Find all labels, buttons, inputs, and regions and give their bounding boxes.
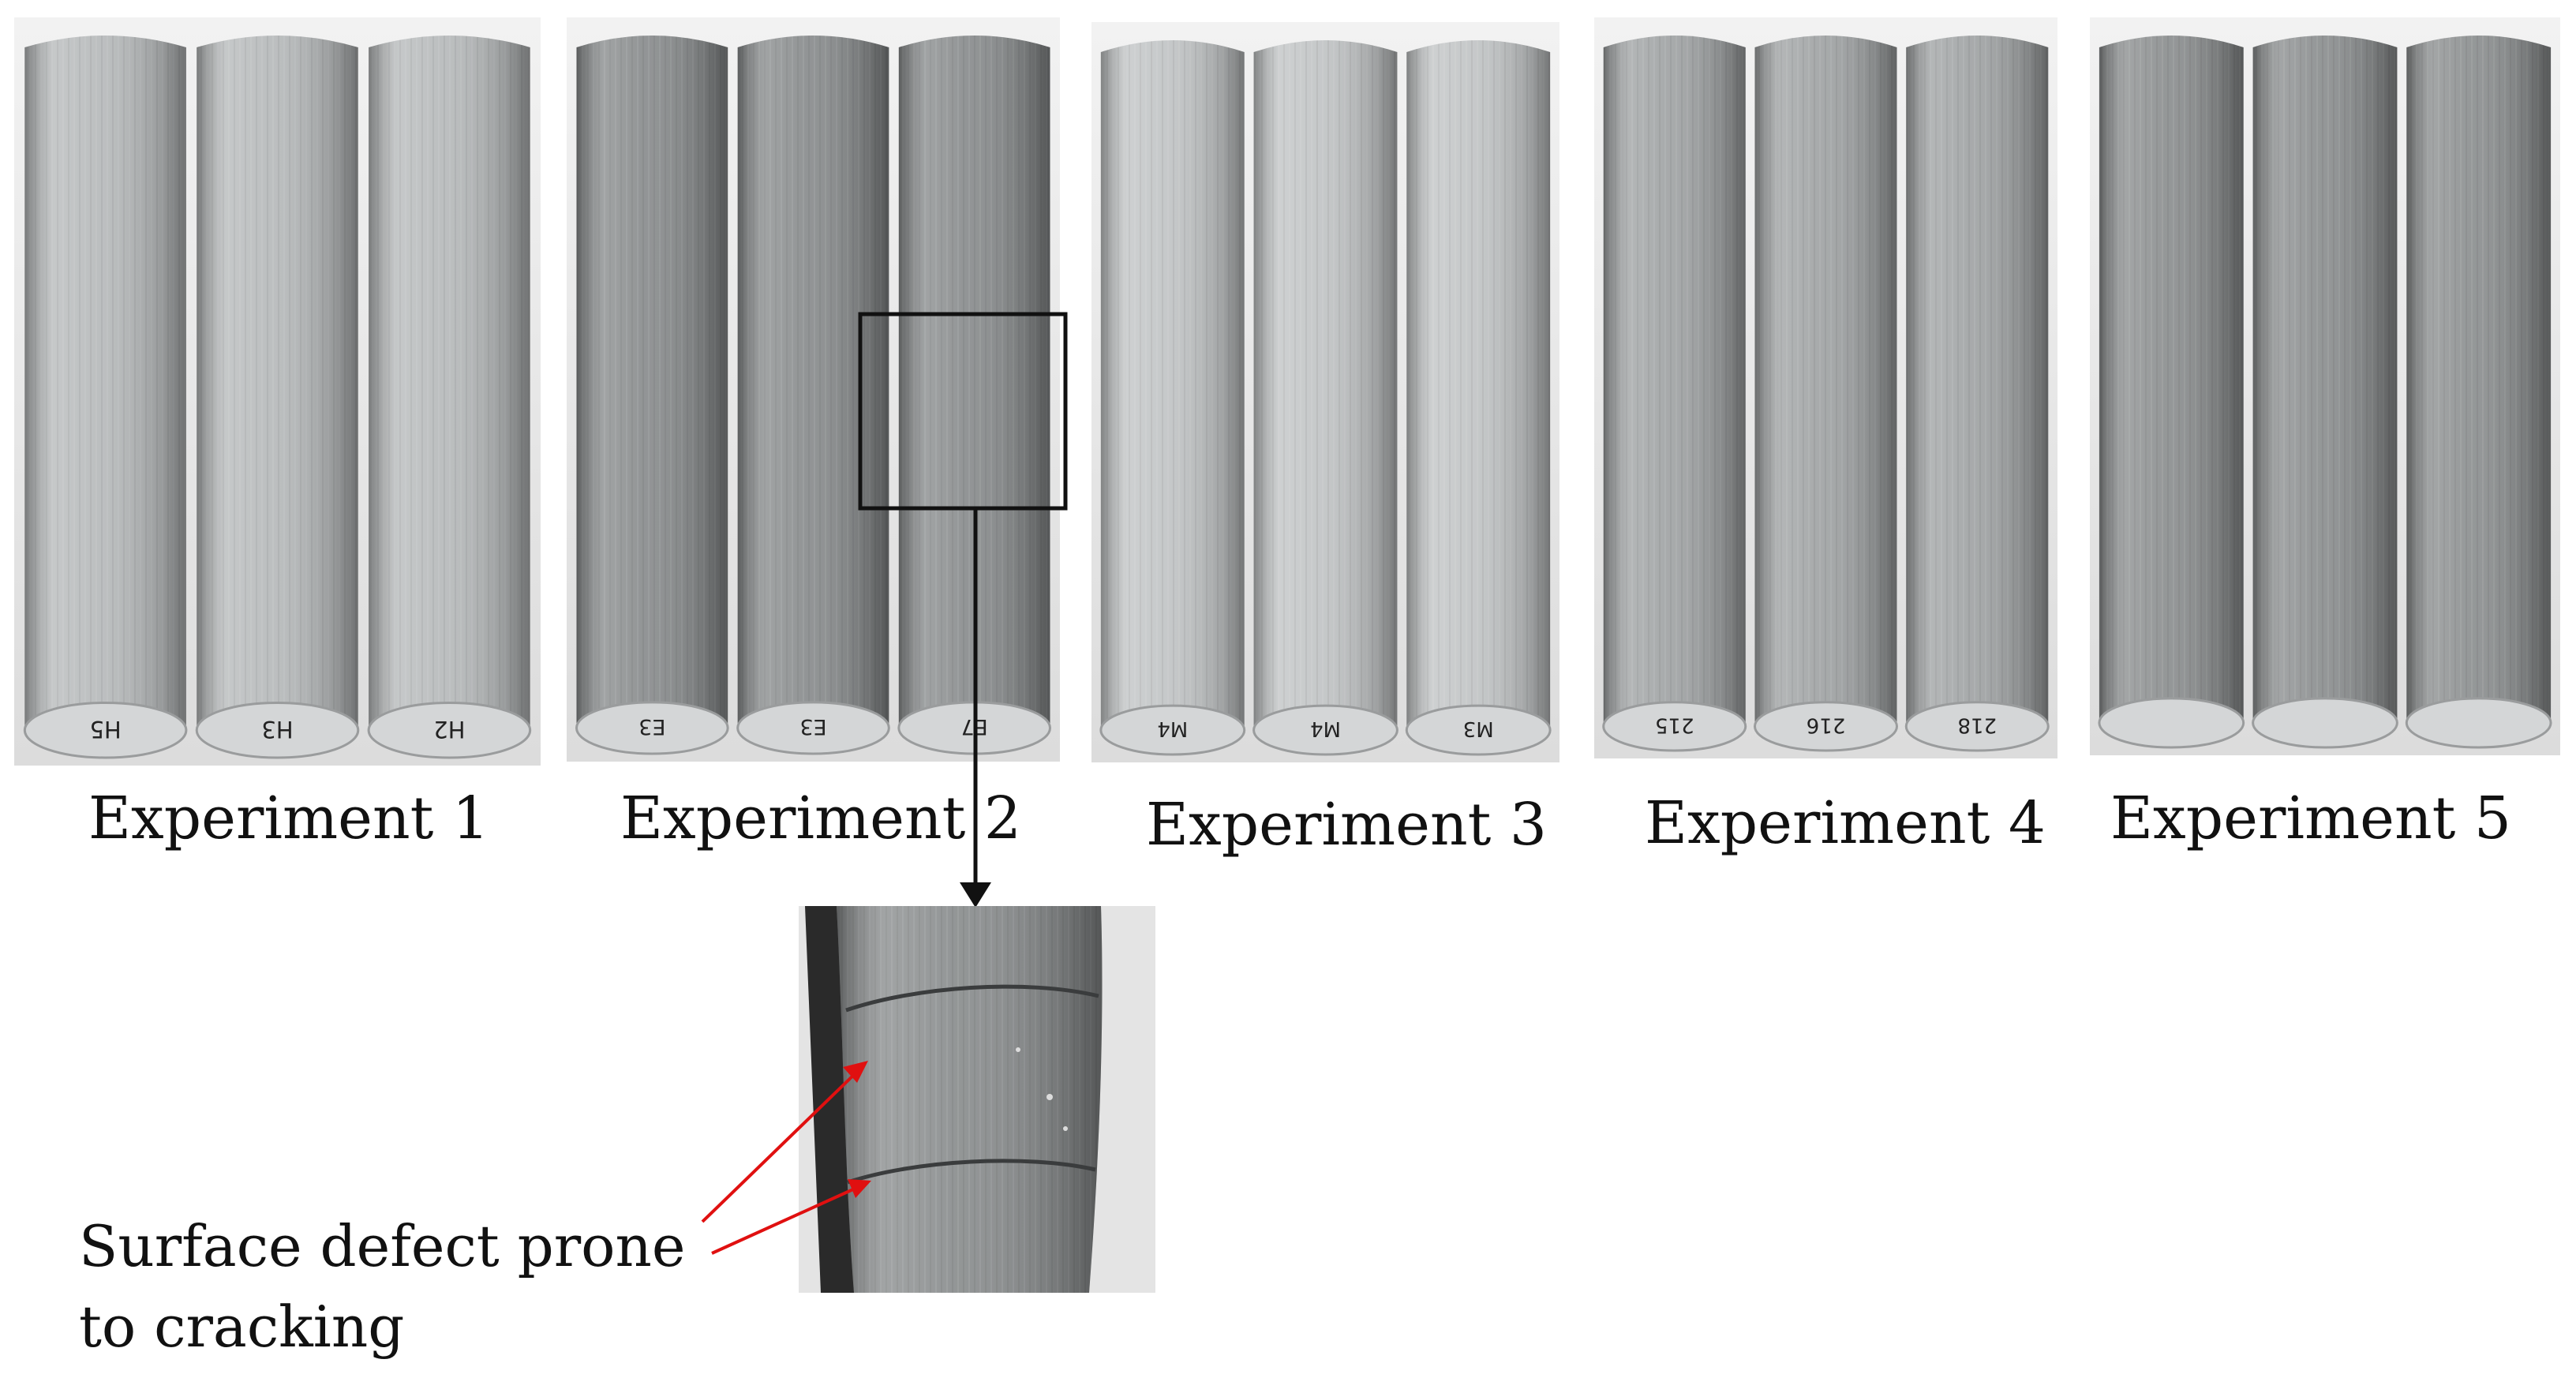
photo-experiment-4: 215 216 218 (1594, 17, 2057, 758)
rod-group: H5 H3 H2 (23, 36, 532, 759)
caption-experiment-2: Experiment 2 (620, 784, 1021, 852)
caption-experiment-3: Experiment 3 (1146, 791, 1547, 859)
rod-shading (2406, 36, 2552, 723)
rod-end-face (1099, 704, 1246, 756)
rod-end-face (575, 701, 729, 755)
defect-ring-lower (847, 1159, 1096, 1185)
defect-highlight-box (858, 312, 1068, 511)
rod-shading (1906, 36, 2049, 727)
rod-face-marking: M3 (1463, 717, 1494, 740)
rod-group: M4 M4 M3 (1099, 40, 1552, 756)
rod-end-face (2098, 697, 2245, 749)
rod-shading (24, 36, 186, 731)
rod-end-face (195, 701, 360, 759)
inset-zoom-photo (799, 906, 1155, 1293)
caption-experiment-5: Experiment 5 (2110, 784, 2511, 852)
rod-shading (1603, 36, 1746, 727)
rod-face-marking: 215 (1655, 713, 1694, 737)
rod-end-face (1602, 701, 1747, 752)
rod-face-marking: M4 (1157, 717, 1188, 740)
photo-experiment-2: E3E3E7 (567, 17, 1068, 762)
rod-end-face (23, 701, 188, 759)
rod-end-face (1405, 704, 1552, 756)
rod-face-marking: M4 (1310, 717, 1341, 740)
rod-shading (737, 36, 889, 728)
annotation-line-2: to cracking (79, 1294, 404, 1360)
rod-end-face (1904, 701, 2050, 752)
rod-shading (1100, 40, 1245, 731)
rod-end-face (2252, 697, 2398, 749)
rod-shading (2252, 36, 2398, 723)
rod-group: 215 216 218 (1602, 36, 2050, 752)
rod-face-marking: E3 (638, 714, 665, 739)
annotation-arrows (701, 1061, 871, 1255)
rod-shading (197, 36, 358, 731)
rod-face-marking: E3 (799, 714, 826, 739)
rod-end-face (1252, 704, 1398, 756)
rod-shading (576, 36, 728, 728)
connector-arrow (960, 508, 991, 908)
rod-face-marking: 218 (1957, 713, 1997, 737)
rod-shading (1253, 40, 1398, 731)
rod-face-marking: H3 (261, 716, 293, 743)
rod-end-face (2405, 697, 2552, 749)
rod-group (2098, 36, 2552, 749)
rod-end-face (367, 701, 532, 759)
rod-shading (369, 36, 530, 731)
caption-experiment-4: Experiment 4 (1645, 789, 2046, 857)
rod-shading (898, 36, 1050, 728)
rod-group: E3E3E7 (575, 36, 1051, 755)
defect-ring-upper (845, 984, 1099, 1013)
rod-face-marking: H5 (89, 716, 121, 743)
annotation-line-1: Surface defect prone (79, 1213, 685, 1279)
caption-experiment-1: Experiment 1 (88, 784, 489, 852)
photo-experiment-3: M4 M4 M3 (1091, 22, 1559, 762)
rod-shading (1754, 36, 1897, 727)
photo-experiment-1: H5 H3 H2 (14, 17, 541, 766)
photo-experiment-5 (2090, 17, 2560, 755)
rod-face-marking: H2 (433, 716, 465, 743)
rod-end-face (1753, 701, 1899, 752)
rod-face-marking: 216 (1807, 713, 1846, 737)
rod-shading (2099, 36, 2244, 723)
rod-end-face (736, 701, 890, 755)
rod-shading (1406, 40, 1551, 731)
